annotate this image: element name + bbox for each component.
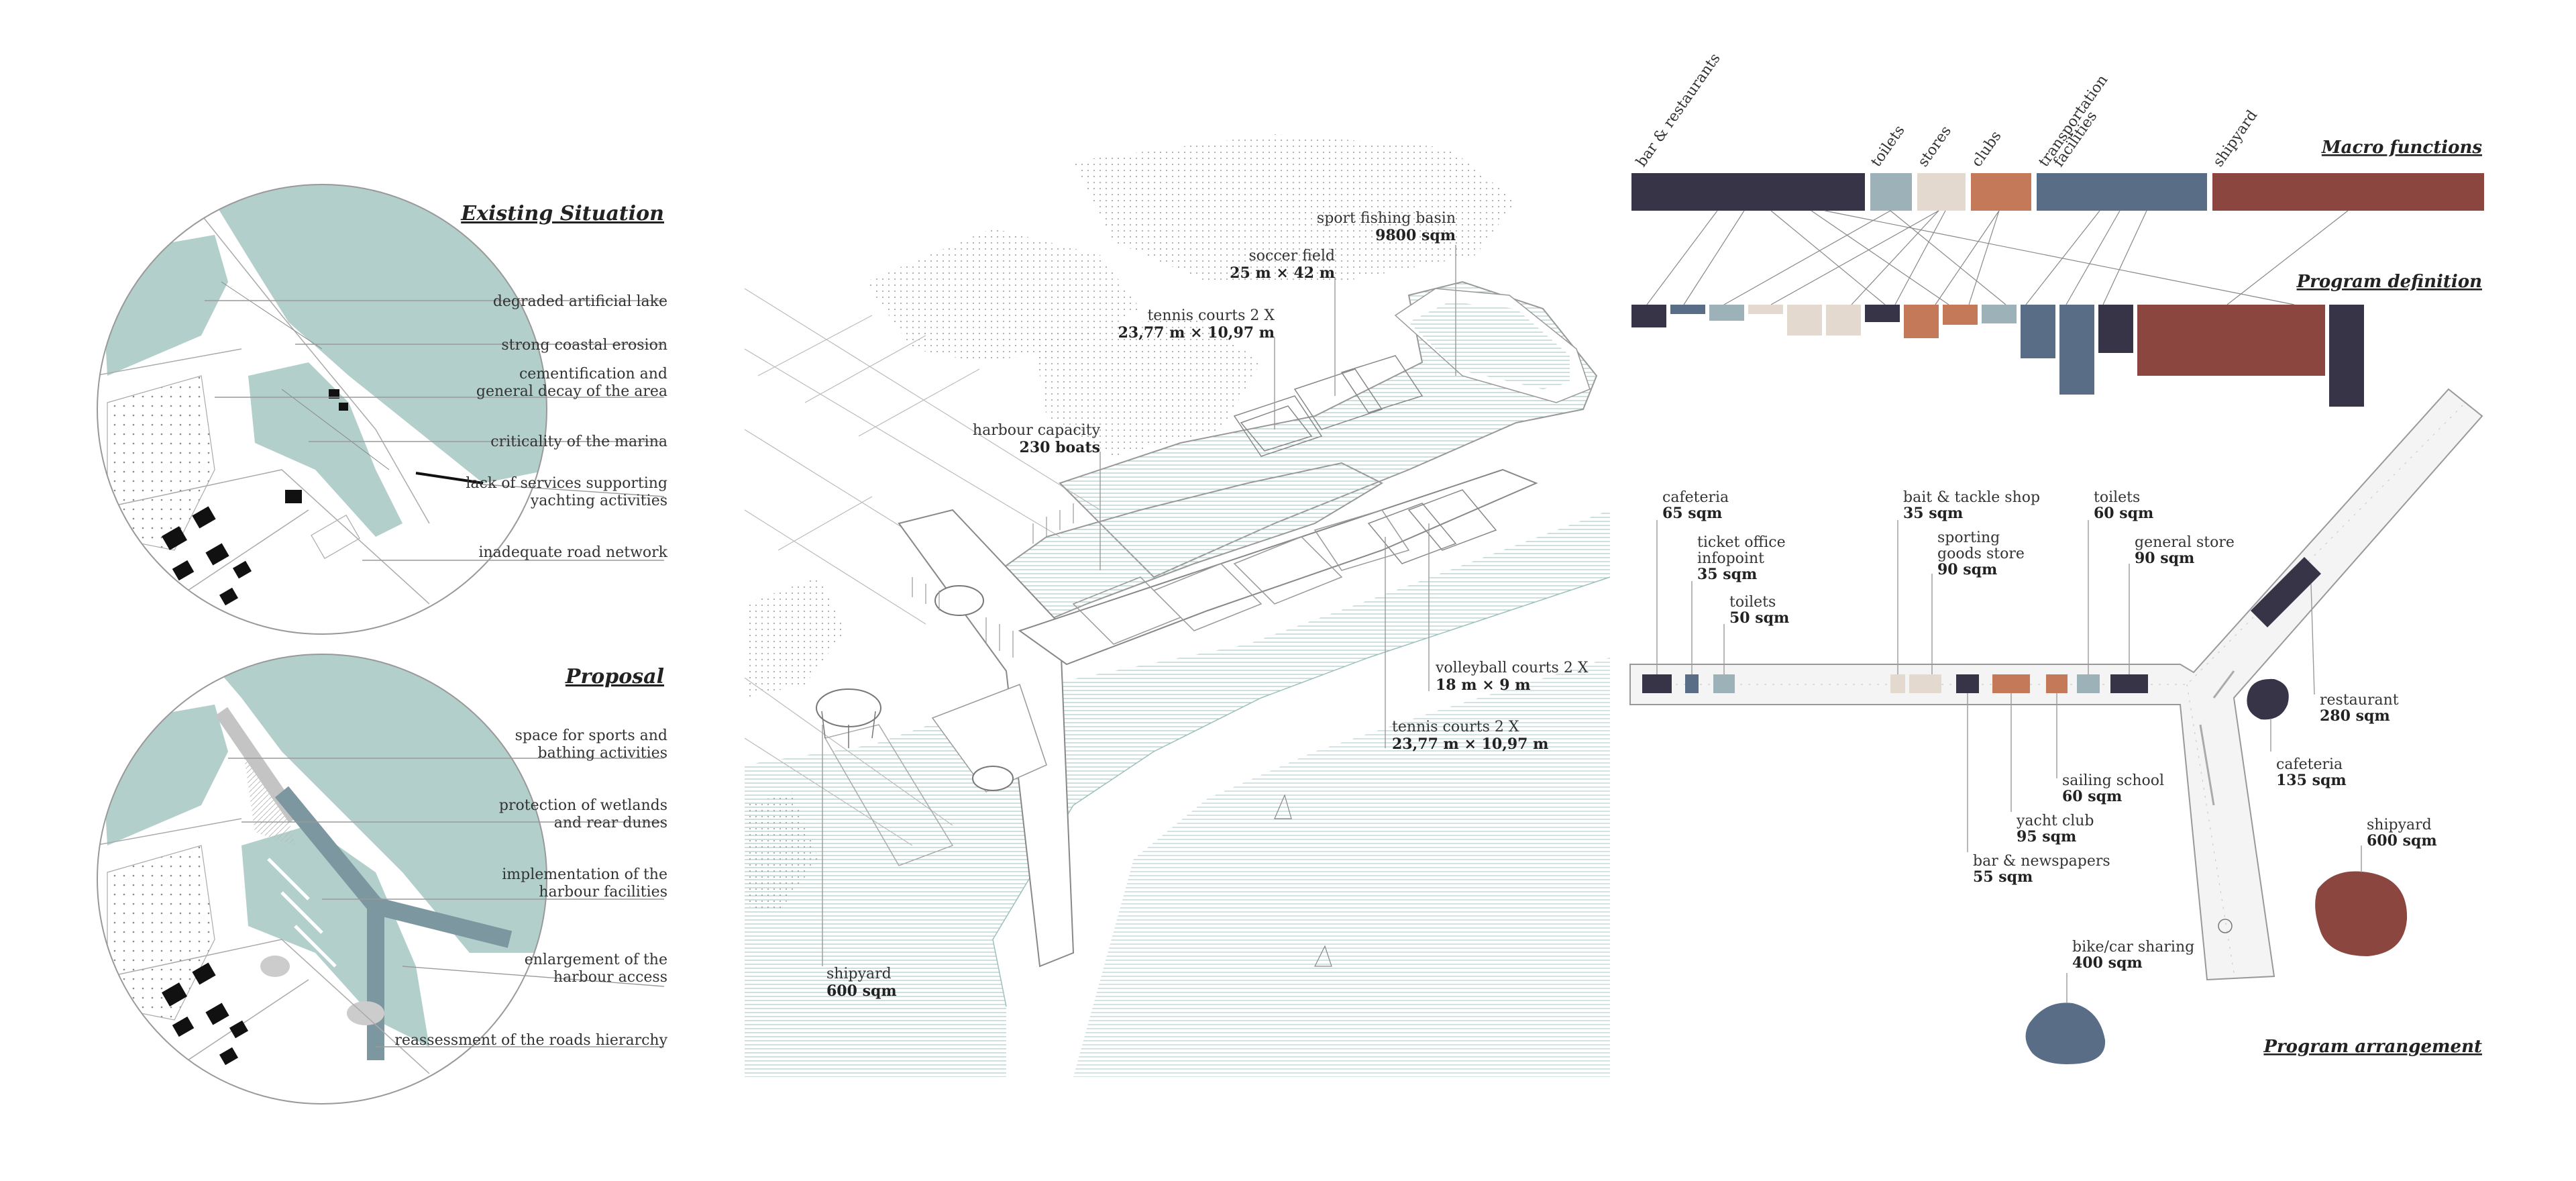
arr-label-sailing-value: 60 sqm xyxy=(2062,788,2122,805)
program-definition-blocks xyxy=(1631,305,2364,407)
macro-label-clubs: clubs xyxy=(1968,128,2004,170)
arr-general-store xyxy=(2110,674,2148,693)
arr-label-restaurant-name: restaurant xyxy=(2320,692,2399,709)
arr-yacht-club xyxy=(1992,674,2030,693)
axo-tennis-top-value: 23,77 m × 10,97 m xyxy=(1118,324,1275,342)
axo-volleyball-name: volleyball courts 2 X xyxy=(1435,660,1589,676)
existing-label-2: strong coastal erosion xyxy=(501,337,667,354)
arr-toilets-50 xyxy=(1713,674,1735,693)
axo-volleyball-value: 18 m × 9 m xyxy=(1436,676,1531,694)
macro-label-shipyard: shipyard xyxy=(2210,107,2261,170)
arr-label-bike-name: bike/car sharing xyxy=(2072,939,2194,956)
arr-label-cafeteria-65-value: 65 sqm xyxy=(1662,505,1722,522)
macro-functions-diagram: Macro functions bar & restaurants toilet… xyxy=(1631,50,2484,407)
existing-label-6: inadequate road network xyxy=(478,544,667,561)
arr-label-yacht-club-value: 95 sqm xyxy=(2017,828,2076,845)
existing-label-3a: cementification and xyxy=(519,366,667,382)
proposal-label-4a: enlargement of the xyxy=(525,952,667,968)
macro-bar-restaurants xyxy=(1631,173,1865,211)
arr-label-toilets-50-name: toilets xyxy=(1729,594,1776,611)
macro-toilets xyxy=(1870,173,1912,211)
axo-soccer-value: 25 m × 42 m xyxy=(1230,264,1335,282)
program-arrangement-diagram: cafeteria 65 sqm ticket office infopoint… xyxy=(1629,388,2483,1064)
macro-stores xyxy=(1917,173,1966,211)
macro-label-bar: bar & restaurants xyxy=(1633,50,1723,170)
proposal-label-1a: space for sports and xyxy=(515,727,667,744)
arr-bar-newspapers xyxy=(1956,674,1979,693)
axo-shipyard-name: shipyard xyxy=(826,966,892,982)
proposal-label-1b: bathing activities xyxy=(538,745,667,762)
arr-label-restaurant-value: 280 sqm xyxy=(2320,707,2390,725)
axo-fishing-name: sport fishing basin xyxy=(1317,210,1456,227)
proposal-label-3b: harbour facilities xyxy=(539,884,667,901)
proposal-label-2a: protection of wetlands xyxy=(499,797,667,814)
arr-shipyard xyxy=(2315,871,2408,956)
arr-label-bait-value: 35 sqm xyxy=(1903,505,1963,522)
macro-label-stores: stores xyxy=(1915,123,1955,170)
arr-label-general-store-value: 90 sqm xyxy=(2135,550,2194,567)
arr-label-cafeteria-135-value: 135 sqm xyxy=(2276,772,2347,789)
arr-toilets-60 xyxy=(2077,674,2100,693)
axo-shipyard-value: 600 sqm xyxy=(826,982,897,1000)
proposal-title: Proposal xyxy=(565,665,664,688)
program-definition-title: Program definition xyxy=(2296,272,2482,292)
axo-tennis-bottom-name: tennis courts 2 X xyxy=(1392,719,1519,735)
axo-soccer-name: soccer field xyxy=(1248,248,1335,264)
arr-sailing-school xyxy=(2046,674,2068,693)
arr-cafeteria-135 xyxy=(2247,678,2289,720)
existing-situation-map: Existing Situation degraded artificial l… xyxy=(97,184,668,635)
existing-label-1: degraded artificial lake xyxy=(493,293,667,310)
arr-cafeteria-65 xyxy=(1642,674,1672,693)
arr-label-ticket-office-name2: infopoint xyxy=(1697,550,1764,567)
arr-label-shipyard-value: 600 sqm xyxy=(2367,832,2437,850)
existing-label-4: criticality of the marina xyxy=(490,433,667,450)
arr-bait-shop xyxy=(1890,674,1905,693)
proposal-label-5: reassessment of the roads hierarchy xyxy=(394,1032,667,1049)
arr-ticket-office xyxy=(1685,674,1699,693)
arr-label-toilets-50-value: 50 sqm xyxy=(1729,609,1789,627)
arr-label-sporting-name2: goods store xyxy=(1937,546,2025,562)
arr-bike-car-sharing xyxy=(2025,1003,2106,1064)
arr-label-cafeteria-135-name: cafeteria xyxy=(2276,756,2343,773)
existing-label-5b: yachting activities xyxy=(530,493,667,509)
proposal-map: Proposal space for sports and bathing ac… xyxy=(97,654,668,1105)
macro-clubs xyxy=(1971,173,2031,211)
arr-label-toilets-60-name: toilets xyxy=(2094,489,2140,506)
arr-label-sailing-name: sailing school xyxy=(2062,772,2164,789)
arr-label-toilets-60-value: 60 sqm xyxy=(2094,505,2153,522)
arr-label-sporting-name: sporting xyxy=(1937,529,2000,546)
arr-label-bike-value: 400 sqm xyxy=(2072,954,2143,972)
arr-sporting-goods xyxy=(1909,674,1941,693)
macro-label-toilets: toilets xyxy=(1868,122,1908,170)
axo-fishing-value: 9800 sqm xyxy=(1375,227,1456,244)
proposal-label-4b: harbour access xyxy=(553,969,667,986)
macro-functions-title: Macro functions xyxy=(2321,138,2483,158)
axo-tennis-top-name: tennis courts 2 X xyxy=(1147,307,1275,324)
arr-label-cafeteria-65-name: cafeteria xyxy=(1662,489,1729,506)
proposal-label-2b: and rear dunes xyxy=(554,815,667,831)
arr-restaurant xyxy=(2251,557,2321,627)
arr-label-yacht-club-name: yacht club xyxy=(2016,813,2094,829)
arr-label-sporting-value: 90 sqm xyxy=(1937,561,1997,578)
existing-label-5a: lack of services supporting xyxy=(466,475,667,492)
macro-shipyard xyxy=(2212,173,2484,211)
program-arrangement-title: Program arrangement xyxy=(2263,1037,2482,1057)
arr-label-bar-newspapers-value: 55 sqm xyxy=(1973,868,2033,886)
proposal-label-3a: implementation of the xyxy=(502,866,667,883)
arr-label-ticket-office-value: 35 sqm xyxy=(1697,566,1757,583)
existing-label-3b: general decay of the area xyxy=(476,383,667,400)
axonometric-masterplan: sport fishing basin 9800 sqm soccer fiel… xyxy=(744,134,1611,1077)
macro-transportation xyxy=(2037,173,2207,211)
arr-label-bar-newspapers-name: bar & newspapers xyxy=(1973,853,2110,870)
arr-label-bait-name: bait & tackle shop xyxy=(1903,489,2040,506)
arr-label-ticket-office-name: ticket office xyxy=(1697,534,1786,551)
axo-harbour-name: harbour capacity xyxy=(973,422,1101,439)
axo-harbour-value: 230 boats xyxy=(1020,439,1100,456)
arr-label-shipyard-name: shipyard xyxy=(2367,817,2432,833)
existing-situation-title: Existing Situation xyxy=(460,202,664,225)
arr-label-general-store-name: general store xyxy=(2135,534,2235,551)
axo-tennis-bottom-value: 23,77 m × 10,97 m xyxy=(1392,735,1548,753)
